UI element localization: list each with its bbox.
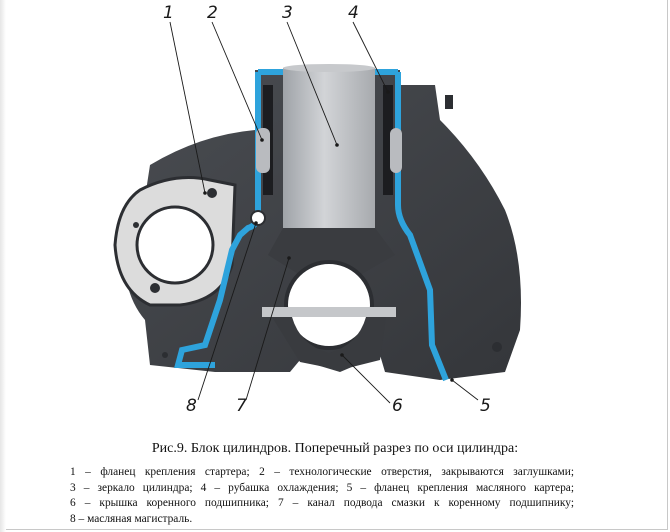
page-edge-shadow (0, 0, 6, 532)
callout-6: 6 (392, 396, 403, 416)
figure-legend: 1 – фланец крепления стартера; 2 – техно… (70, 465, 574, 527)
cooling-jacket-right (383, 85, 393, 195)
callout-3: 3 (282, 3, 293, 23)
callout-8: 8 (186, 396, 197, 416)
oil-gallery (250, 210, 266, 226)
bearing-cap (262, 307, 396, 317)
figure-cylinder-block-section: 1 2 3 4 5 6 7 8 (113, 3, 521, 416)
callout-1: 1 (163, 3, 174, 23)
callout-4: 4 (348, 3, 359, 23)
cross-section-illustration (113, 21, 521, 404)
legend-line: 6 – крышка коренного подшипника; 7 – кан… (70, 497, 574, 510)
cylinder-bore (283, 68, 375, 228)
figure-caption: Рис.9. Блок цилиндров. Поперечный разрез… (151, 441, 519, 456)
legend-line: 8 – масляная магистраль. (70, 512, 193, 525)
legend-line: 1 – фланец крепления стартера; 2 – техно… (70, 466, 574, 478)
callout-5: 5 (480, 396, 491, 416)
callout-2: 2 (207, 3, 218, 23)
legend-line: 3 – зеркало цилиндра; 4 – рубашка охлажд… (70, 481, 574, 494)
callout-7: 7 (236, 396, 247, 416)
